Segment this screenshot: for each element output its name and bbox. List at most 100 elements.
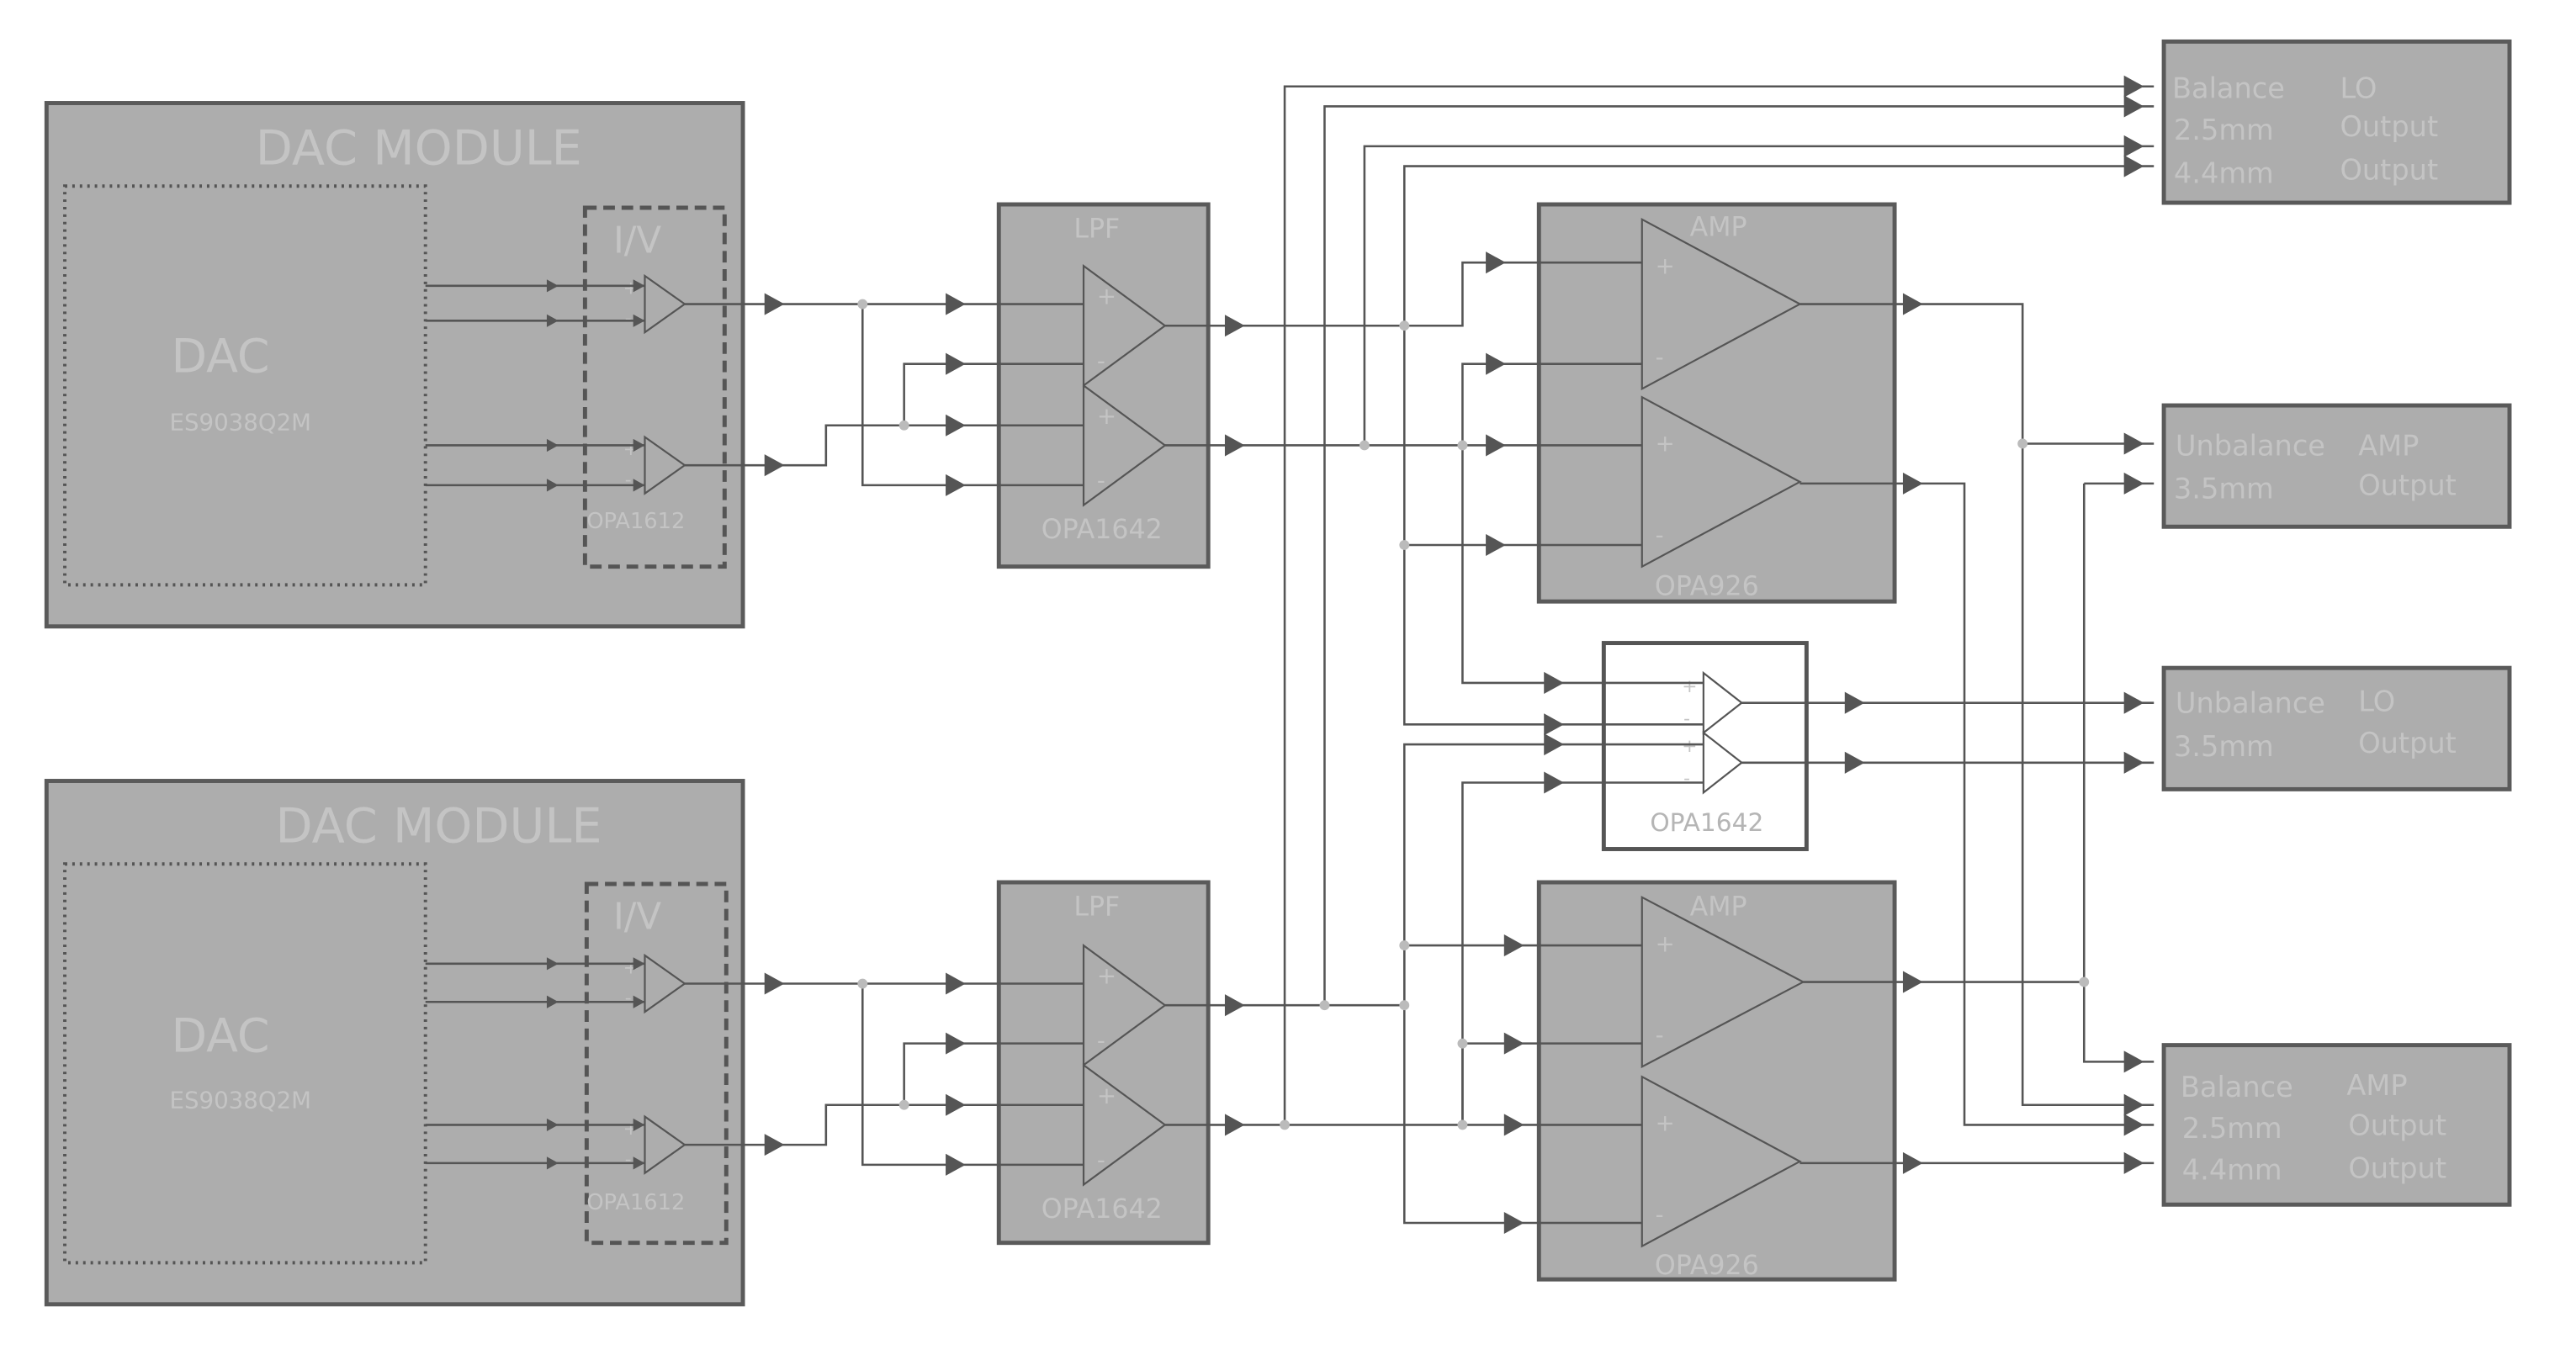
balance-amp-r1: AMP	[2346, 1069, 2407, 1102]
arrow-head-icon	[546, 479, 559, 492]
balance-amp-r3: Output	[2348, 1152, 2446, 1185]
unbalance-lo-r2: Output	[2358, 727, 2457, 759]
iv-opamp-symbol	[644, 435, 686, 495]
minus-sign: -	[1683, 768, 1690, 789]
unbalance-lo-r1: LO	[2358, 685, 2395, 718]
arrow-head-icon	[946, 293, 966, 315]
lpf-1-label: LPF	[1073, 214, 1120, 245]
unbalance-amp-output: Unbalance 3.5mm AMP Output	[2161, 403, 2512, 529]
signal-wire	[1461, 781, 1704, 1125]
iv-stage-2	[584, 881, 729, 1246]
unbalance-amp-l2: 3.5mm	[2174, 473, 2274, 505]
arrow-head-icon	[1503, 1032, 1524, 1055]
arrow-head-icon	[2123, 75, 2144, 98]
amp-1: AMP OPA926	[1536, 202, 1897, 604]
minus-sign: -	[1656, 1021, 1664, 1049]
plus-sign: +	[1097, 1082, 1116, 1109]
lpf-2-chip: OPA1642	[1042, 1194, 1163, 1225]
junction-dot	[1457, 440, 1468, 451]
arrow-head-icon	[2123, 95, 2144, 118]
arrow-head-icon	[2123, 472, 2144, 495]
arrow-head-icon	[1544, 671, 1564, 694]
amp-opamp-symbol	[1640, 217, 1802, 391]
lpf-2-block	[996, 880, 1211, 1246]
junction-dot	[2079, 976, 2090, 987]
amp-1-label: AMP	[1690, 213, 1747, 243]
plus-sign: +	[1097, 402, 1116, 430]
lpf-2: LPF OPA1642	[996, 880, 1211, 1246]
amp-2-label: AMP	[1690, 892, 1747, 923]
arrow-head-icon	[1503, 1114, 1524, 1136]
minus-sign: -	[1656, 521, 1664, 548]
unbalance-lo-output-block	[2161, 665, 2512, 791]
arrow-head-icon	[946, 1153, 966, 1176]
arrow-head-icon	[1486, 251, 1506, 274]
arrow-head-icon	[2123, 691, 2144, 714]
arrow-head-icon	[1544, 771, 1564, 794]
dac-module-1-block	[44, 101, 745, 629]
signal-wire	[1461, 362, 1642, 446]
arrow-head-icon	[1844, 751, 1865, 774]
plus-sign: +	[1682, 676, 1697, 697]
unbalance-lo-l1: Unbalance	[2176, 687, 2325, 720]
dac-module-1-title: DAC MODULE	[256, 120, 582, 177]
lpf-1-block	[996, 202, 1211, 569]
lpf-opamp-symbol	[1082, 1063, 1167, 1187]
lpf-2-label: LPF	[1073, 892, 1120, 923]
signal-wire	[1799, 482, 2155, 1126]
arrow-head-icon	[2123, 751, 2144, 774]
arrow-head-icon	[2123, 1114, 2144, 1136]
arrow-head-icon	[764, 454, 785, 477]
arrow-head-icon	[633, 1156, 645, 1170]
junction-dot	[898, 1099, 909, 1110]
dac-module-2: DAC MODULE DAC ES9038Q2M I/V OPA1612	[44, 779, 745, 1307]
iv-chip-1: OPA1612	[586, 509, 685, 534]
arrow-head-icon	[1224, 994, 1245, 1017]
minus-sign: -	[625, 469, 632, 490]
arrow-head-icon	[633, 314, 645, 327]
balance-amp-output: Balance 2.5mm 4.4mm AMP Output Output	[2161, 1043, 2512, 1207]
arrow-head-icon	[633, 279, 645, 293]
arrow-head-icon	[946, 972, 966, 995]
plus-sign: +	[1656, 430, 1675, 458]
minus-sign: -	[1683, 708, 1690, 729]
signal-wire	[1363, 145, 2155, 446]
arrow-head-icon	[1486, 352, 1506, 375]
signal-wire	[1402, 165, 2155, 326]
junction-dot	[1399, 540, 1410, 550]
arrow-head-icon	[1902, 971, 1923, 993]
arrow-head-icon	[1902, 1151, 1923, 1174]
dac-label-1: DAC	[171, 331, 269, 384]
junction-dot	[1319, 1000, 1330, 1011]
arrow-head-icon	[946, 1032, 966, 1055]
minus-sign: -	[625, 309, 632, 330]
amp-1-block	[1536, 202, 1897, 604]
iv-opamp-symbol	[644, 953, 686, 1014]
balance-lo-r3: Output	[2340, 153, 2438, 186]
unbalance-amp-r2: Output	[2358, 469, 2457, 502]
arrow-head-icon	[546, 1118, 559, 1132]
signal-wire	[1402, 743, 1704, 1006]
balance-lo-output-block	[2161, 39, 2512, 205]
arrow-head-icon	[2123, 155, 2144, 177]
balance-lo-l3: 4.4mm	[2174, 156, 2274, 189]
junction-dot	[2017, 438, 2028, 449]
arrow-head-icon	[1544, 713, 1564, 736]
unbalance-lo-output: Unbalance 3.5mm LO Output	[2161, 665, 2512, 791]
junction-dot	[1457, 1119, 1468, 1130]
balance-amp-l1: Balance	[2181, 1071, 2293, 1103]
signal-wire	[861, 983, 1084, 1167]
balance-lo-output: Balance 2.5mm 4.4mm LO Output Output	[2161, 39, 2512, 205]
arrow-head-icon	[546, 438, 559, 452]
junction-dot	[898, 420, 909, 431]
arrow-head-icon	[633, 479, 645, 492]
amp-opamp-symbol	[1640, 895, 1805, 1069]
signal-wire	[1402, 544, 1704, 726]
lo-buffer-chip: OPA1642	[1650, 807, 1763, 837]
signal-wire	[1323, 105, 2155, 1006]
dac-module-2-title: DAC MODULE	[276, 798, 602, 855]
amp-opamp-symbol	[1640, 1075, 1802, 1248]
arrow-head-icon	[633, 1118, 645, 1132]
